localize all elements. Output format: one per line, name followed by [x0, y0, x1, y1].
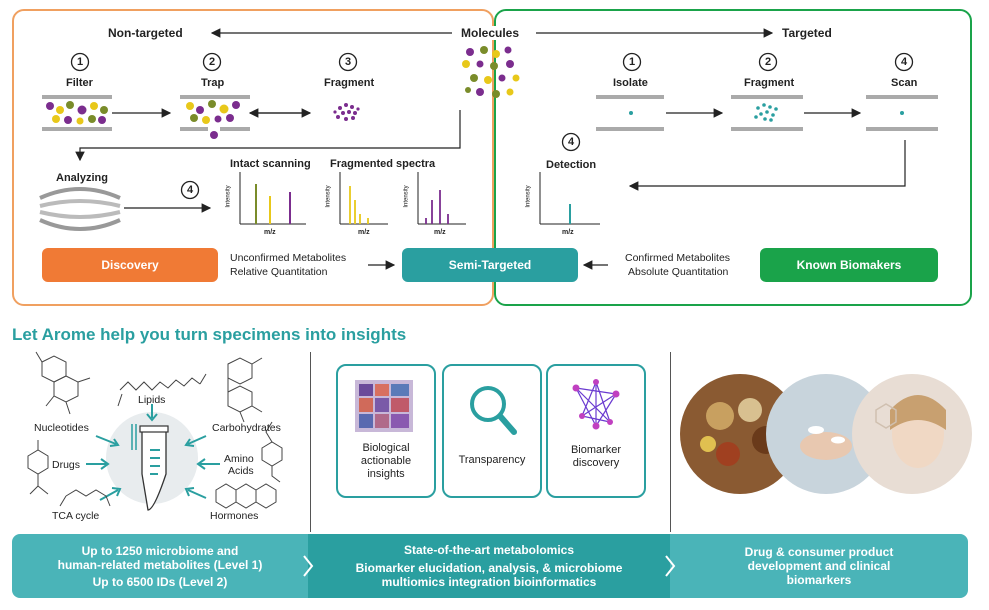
confirmed-text-1: Confirmed Metabolites: [625, 252, 731, 264]
panel2-line1: Transparency: [458, 454, 526, 466]
banner-right: Drug & consumer product development and …: [670, 534, 968, 598]
panel-biomarker-discovery: Biomarker discovery: [546, 364, 646, 498]
targeted-fragment-icon: [731, 95, 803, 131]
targ-num-scan: 4: [901, 56, 908, 68]
amino-acids-label-1: Amino: [224, 453, 254, 465]
axis-y-frag2: Intensity: [403, 185, 410, 208]
panel3-line1: Biomarker: [570, 444, 622, 456]
axis-x-detection: m/z: [562, 229, 574, 236]
semi-targeted-box: Semi-Targeted: [402, 248, 578, 282]
heatmap-icon: [355, 380, 413, 432]
step-label-filter: Filter: [66, 77, 93, 89]
banner-middle-line1: State-of-the-art metabolomics: [403, 543, 575, 557]
filter-icon: [42, 95, 112, 131]
banner-left-line1: Up to 1250 microbiome and: [81, 543, 239, 558]
known-biomakers-box: Known Biomakers: [760, 248, 938, 282]
fragmented-spectrum-2: [417, 172, 466, 225]
analyzer-icon: [39, 187, 121, 231]
bottom-heading: Let Arome help you turn specimens into i…: [12, 325, 407, 344]
banner-right-line1: Drug & consumer product: [744, 545, 894, 559]
panel3-line2: discovery: [572, 457, 620, 469]
isolate-icon: [596, 95, 664, 131]
targ-num-isolate: 1: [629, 56, 636, 68]
fragmented-spectrum-1: [339, 172, 388, 225]
top-arrows: [75, 28, 906, 270]
axis-y-intact: Intensity: [225, 185, 232, 208]
axis-x-intact: m/z: [264, 229, 276, 236]
step-num-analyze: 4: [187, 184, 194, 196]
banner-left-line2: human-related metabolites (Level 1): [57, 557, 263, 572]
banner-middle: State-of-the-art metabolomics Biomarker …: [308, 534, 670, 598]
fragmented-spectra-label: Fragmented spectra: [330, 158, 436, 170]
divider-1: [310, 352, 311, 532]
targeted-heading: Targeted: [782, 26, 832, 40]
confirmed-text-2: Absolute Quantitation: [628, 266, 729, 278]
targ-label-detection: Detection: [546, 159, 597, 171]
banner-chevrons: [303, 555, 676, 577]
step-label-trap: Trap: [201, 77, 225, 89]
axis-y-frag1: Intensity: [325, 185, 332, 208]
unconfirmed-text-2: Relative Quantitation: [230, 266, 328, 278]
analyzing-label: Analyzing: [56, 172, 108, 184]
magnifier-icon: [470, 386, 517, 435]
trap-icon: [180, 95, 250, 139]
banner-right-line3: biomarkers: [786, 573, 852, 587]
nontargeted-frame: [12, 9, 494, 306]
scan-icon: [866, 95, 938, 131]
axis-x-frag1: m/z: [358, 229, 370, 236]
amino-acids-label-2: Acids: [228, 465, 254, 477]
divider-2: [670, 352, 671, 532]
nontargeted-heading: Non-targeted: [108, 26, 183, 40]
targ-num-fragment: 2: [765, 56, 772, 68]
detection-spectrum: [539, 172, 600, 225]
intact-scanning-label: Intact scanning: [230, 158, 311, 170]
panel1-line2: actionable: [360, 455, 412, 467]
nucleotides-label: Nucleotides: [34, 422, 89, 434]
targ-num-detection: 4: [568, 136, 575, 148]
panel1-line1: Biological: [362, 442, 410, 454]
banner-middle-line2: Biomarker elucidation, analysis, & micro…: [355, 561, 623, 575]
network-icon: [572, 379, 620, 430]
banner-right-line2: development and clinical: [747, 559, 891, 573]
unconfirmed-text-1: Unconfirmed Metabolites: [230, 252, 347, 264]
product-images: [680, 374, 972, 494]
step-num-fragment: 3: [345, 56, 352, 68]
step-num-trap: 2: [209, 56, 216, 68]
step-circles: [70, 52, 914, 200]
targ-label-fragment: Fragment: [744, 77, 795, 89]
carbohydrates-label: Carbohydrates: [212, 422, 281, 434]
specimen-hub: [27, 351, 283, 511]
panel-transparency: Transparency: [442, 364, 542, 498]
axis-x-frag2: m/z: [434, 229, 446, 236]
step-num-filter: 1: [77, 56, 84, 68]
drugs-label: Drugs: [52, 459, 81, 471]
molecules-label: Molecules: [458, 26, 523, 40]
fragment-icon: [333, 103, 360, 121]
spectra-charts: [239, 172, 600, 225]
banner-left: Up to 1250 microbiome and human-related …: [12, 534, 308, 598]
panel-biological-insights: Biological actionable insights: [336, 364, 436, 498]
molecules-cluster: [462, 46, 520, 98]
tca-cycle-label: TCA cycle: [52, 510, 100, 522]
intact-spectrum: [239, 172, 306, 225]
targ-label-isolate: Isolate: [613, 77, 648, 89]
lipids-label: Lipids: [138, 394, 166, 406]
banner-middle-line3: multiomics integration bioinformatics: [381, 575, 597, 589]
targeted-frame: [494, 9, 972, 306]
mass-spec-graphics: [39, 95, 938, 231]
discovery-box: Discovery: [42, 248, 218, 282]
hormones-label: Hormones: [210, 510, 259, 522]
banner-left-line3: Up to 6500 IDs (Level 2): [92, 574, 228, 589]
panel1-line3: insights: [367, 468, 405, 480]
step-label-fragment: Fragment: [324, 77, 375, 89]
targ-label-scan: Scan: [891, 77, 918, 89]
axis-y-detection: Intensity: [525, 185, 532, 208]
